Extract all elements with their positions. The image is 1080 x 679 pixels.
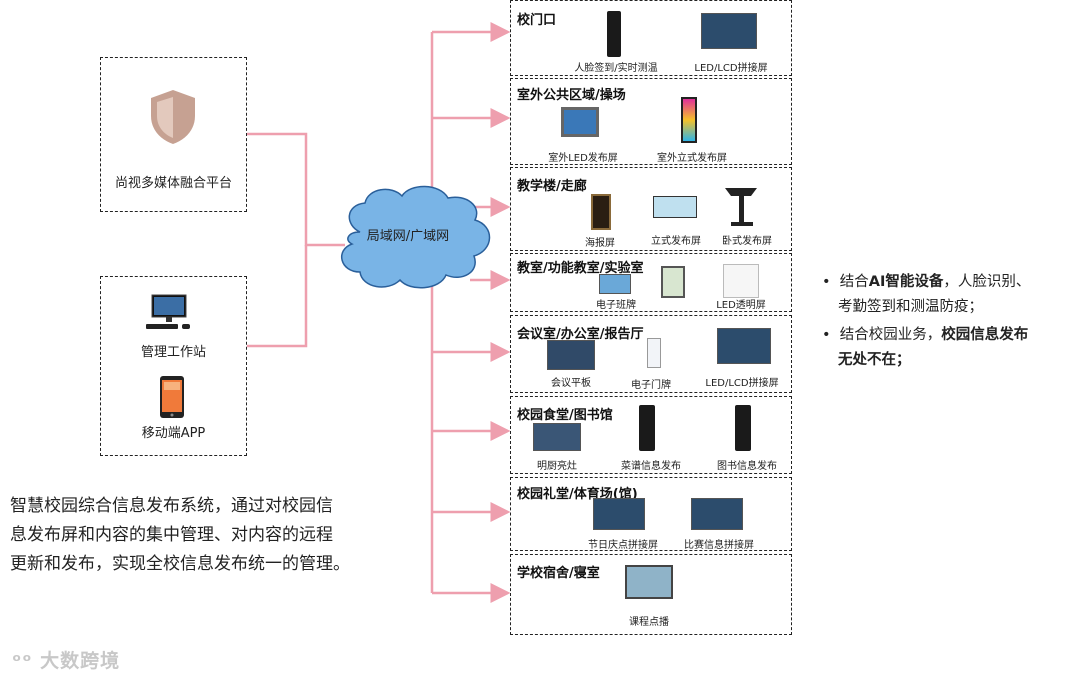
device-label: 比赛信息拼接屏 <box>684 540 754 551</box>
device-label: 节日庆点拼接屏 <box>588 540 658 551</box>
poster-screen-icon <box>591 194 611 230</box>
menu-screen-icon <box>639 405 655 451</box>
zone-title: 教室/功能教室/实验室 <box>517 261 644 276</box>
shield-icon <box>151 90 195 144</box>
zone-title: 校园食堂/图书馆 <box>517 408 613 423</box>
zone-title: 会议室/办公室/报告厅 <box>517 327 644 342</box>
description-line: 智慧校园综合信息发布系统，通过对校园信 <box>10 496 333 516</box>
zone-title: 学校宿舍/寝室 <box>517 566 600 581</box>
zone-title: 教学楼/走廊 <box>517 179 587 194</box>
library-screen-icon <box>735 405 751 451</box>
kiosk-screen-icon <box>725 188 757 226</box>
feature-bullets: • 结合AI智能设备，人脸识别、 考勤签到和测温防疫； • 结合校园业务，校园信… <box>822 270 1030 373</box>
mobile-label: 移动端APP <box>141 426 206 441</box>
description-line: 更新和发布，实现全校信息发布统一的管理。 <box>10 554 350 574</box>
bullet-item: • 结合AI智能设备，人脸识别、 <box>822 274 1031 290</box>
device-label: 图书信息发布 <box>717 461 777 472</box>
zone-auditorium-gym: 校园礼堂/体育场(馆) 节日庆点拼接屏 比赛信息拼接屏 <box>510 477 792 551</box>
video-wall-icon <box>701 13 757 49</box>
bullet-dot-icon: • <box>822 327 840 343</box>
outdoor-led-icon <box>561 107 599 137</box>
bullet-dot-icon: • <box>822 274 840 290</box>
device-label: 菜谱信息发布 <box>621 461 681 472</box>
zone-title: 校门口 <box>517 13 557 28</box>
zone-school-gate: 校门口 人脸签到/实时测温 LED/LCD拼接屏 <box>510 0 792 76</box>
zone-classroom: 教室/功能教室/实验室 电子班牌 LED透明屏 <box>510 253 792 312</box>
standing-screen-icon <box>653 196 697 218</box>
zone-outdoor-public: 室外公共区域/操场 室外LED发布屏 室外立式发布屏 <box>510 78 792 165</box>
device-label: LED/LCD拼接屏 <box>705 378 779 389</box>
zone-teaching-building: 教学楼/走廊 海报屏 立式发布屏 卧式发布屏 <box>510 167 792 251</box>
bullet-item-continued: 无处不在； <box>838 352 911 368</box>
match-video-wall-icon <box>691 498 743 530</box>
door-plate-icon <box>647 338 661 368</box>
meeting-tablet-icon <box>547 340 595 370</box>
device-label: 海报屏 <box>585 238 615 249</box>
platform-label: 尚视多媒体融合平台 <box>114 176 232 191</box>
device-label: 室外LED发布屏 <box>548 153 618 164</box>
device-label: 室外立式发布屏 <box>657 153 727 164</box>
device-label: 明厨亮灶 <box>537 461 577 472</box>
class-board-icon <box>599 274 631 294</box>
clients-box: 管理工作站 移动端APP <box>100 276 247 456</box>
zone-canteen-library: 校园食堂/图书馆 明厨亮灶 菜谱信息发布 图书信息发布 <box>510 396 792 474</box>
network-cloud-icon <box>341 185 491 289</box>
class-board-vertical-icon <box>661 266 685 298</box>
festival-video-wall-icon <box>593 498 645 530</box>
bullet-item-continued: 考勤签到和测温防疫； <box>838 299 983 315</box>
network-label: 局域网/广域网 <box>366 229 450 244</box>
transparent-led-icon <box>723 264 759 298</box>
video-wall-icon <box>717 328 771 364</box>
face-terminal-icon <box>607 11 621 57</box>
watermark-symbol-icon: ᵒᵒ <box>12 650 41 672</box>
outdoor-kiosk-icon <box>681 97 697 143</box>
device-label: 电子门牌 <box>631 380 671 391</box>
watermark-logo: ᵒᵒ 大数跨境 <box>12 650 121 672</box>
zone-dormitory: 学校宿舍/寝室 课程点播 <box>510 554 792 635</box>
workstation-label: 管理工作站 <box>140 345 206 360</box>
kitchen-screen-icon <box>533 423 581 451</box>
device-label: 课程点播 <box>629 617 669 628</box>
platform-box: 尚视多媒体融合平台 <box>100 57 247 212</box>
device-label: 会议平板 <box>551 378 591 389</box>
device-label: 卧式发布屏 <box>722 236 772 247</box>
description-line: 息发布屏和内容的集中管理、对内容的远程 <box>10 525 333 545</box>
mobile-phone-icon <box>160 376 184 418</box>
description: 智慧校园综合信息发布系统，通过对校园信 息发布屏和内容的集中管理、对内容的远程 … <box>10 492 350 579</box>
tv-screen-icon <box>625 565 673 599</box>
device-label: 人脸签到/实时测温 <box>574 63 658 74</box>
device-label: LED透明屏 <box>716 300 766 311</box>
zone-meeting-room: 会议室/办公室/报告厅 会议平板 电子门牌 LED/LCD拼接屏 <box>510 315 792 393</box>
device-label: 电子班牌 <box>596 300 636 311</box>
device-label: LED/LCD拼接屏 <box>694 63 768 74</box>
zone-title: 室外公共区域/操场 <box>517 88 626 103</box>
device-label: 立式发布屏 <box>651 236 701 247</box>
bullet-item: • 结合校园业务，校园信息发布 <box>822 327 1029 343</box>
desktop-computer-icon <box>146 294 190 329</box>
